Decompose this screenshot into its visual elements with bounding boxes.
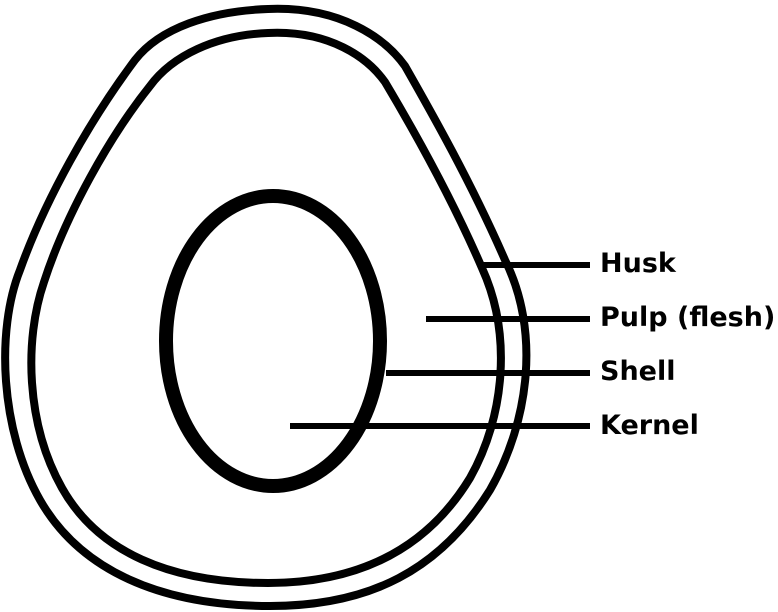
kernel-label: Kernel — [600, 410, 699, 441]
shell-label: Shell — [600, 356, 676, 387]
shell-oval — [159, 189, 387, 493]
husk-inner-outline — [27, 28, 505, 588]
husk-outer-outline — [1, 4, 531, 611]
husk-label: Husk — [600, 248, 676, 279]
pulp-label: Pulp (flesh) — [600, 302, 776, 333]
